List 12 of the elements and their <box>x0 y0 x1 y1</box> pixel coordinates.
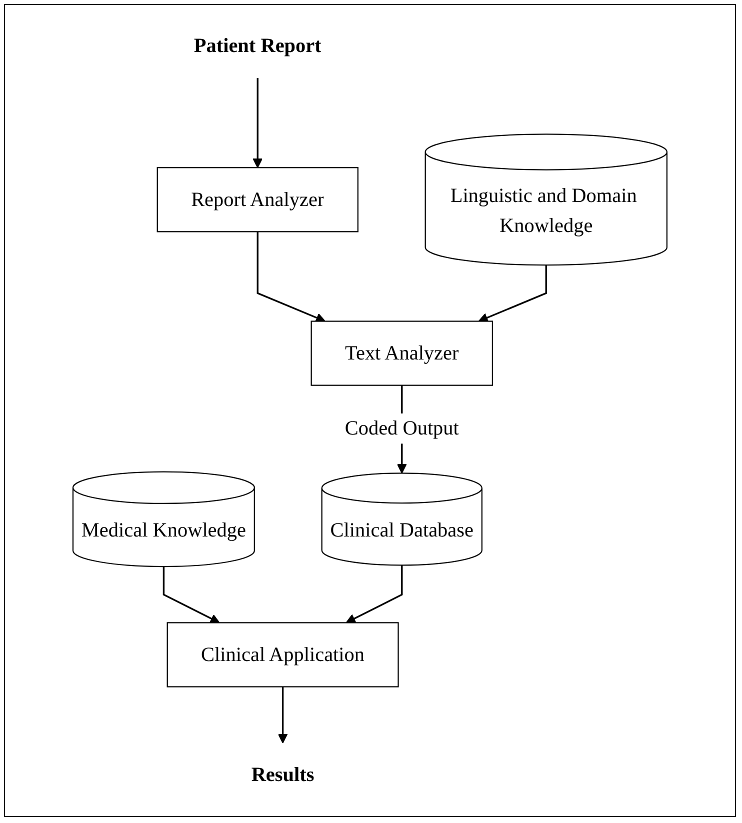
edge-label: Coded Output <box>344 416 459 440</box>
arrow <box>278 686 288 744</box>
node-text: Patient Report <box>194 34 322 57</box>
arrow <box>252 78 263 168</box>
arrow <box>346 565 403 624</box>
arrow <box>478 265 547 322</box>
node-box: Clinical Application <box>166 622 399 688</box>
arrow <box>256 232 326 322</box>
arrow <box>162 566 220 624</box>
node-box: Text Analyzer <box>310 320 494 386</box>
node-box: Report Analyzer <box>156 167 358 232</box>
node-text: Results <box>251 763 314 786</box>
